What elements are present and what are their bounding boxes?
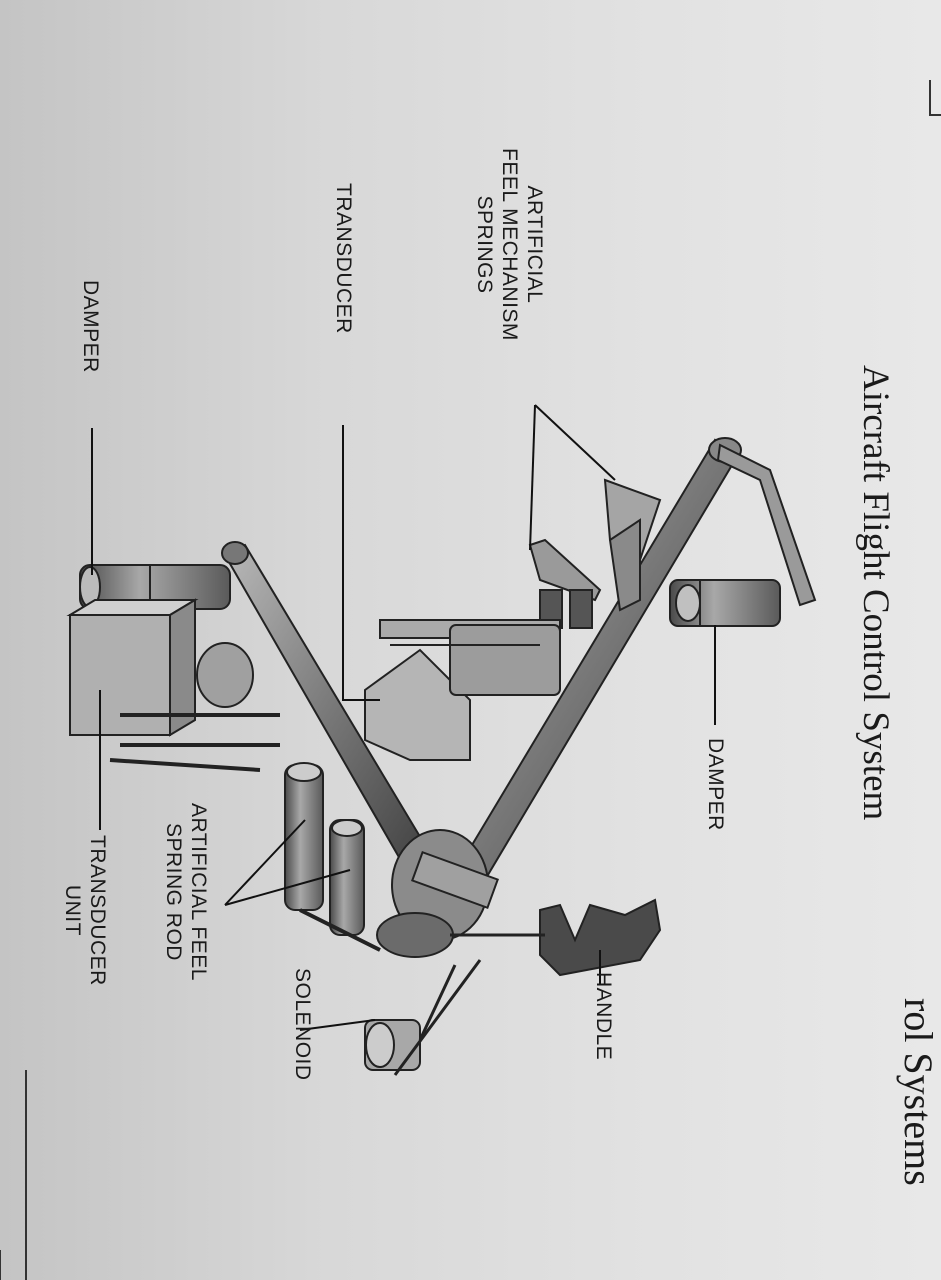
label-damper-left: DAMPER	[79, 280, 102, 373]
label-transducer: TRANSDUCER	[332, 183, 355, 334]
label-artificial-feel-mechanism-springs: ARTIFICIAL FEEL MECHANISM SPRINGS	[473, 148, 546, 341]
label-artificial-feel-spring-rod: ARTIFICIAL FEEL SPRING ROD	[162, 803, 210, 981]
transducer-part	[364, 619, 561, 761]
damper-left-part	[79, 564, 231, 610]
damper-top-part	[669, 579, 781, 627]
feel-springs-part	[528, 478, 662, 629]
label-transducer-unit: TRANSDUCER UNIT	[61, 835, 109, 986]
spring-rod-part	[284, 762, 381, 952]
label-solenoid: SOLENOID	[291, 968, 314, 1081]
label-handle: HANDLE	[592, 972, 615, 1061]
leader-lines	[91, 404, 716, 1031]
main-torque-tube	[443, 437, 817, 907]
diagram-title: Aircraft Flight Control System	[855, 365, 896, 821]
transducer-unit-part	[66, 598, 280, 772]
central-hub	[376, 829, 499, 958]
label-damper-top: DAMPER	[704, 738, 727, 831]
page-edge-lines	[0, 80, 941, 1280]
handle-part	[450, 898, 662, 977]
solenoid-part	[364, 959, 482, 1076]
page-header-partial: rol Systems	[896, 998, 941, 1186]
